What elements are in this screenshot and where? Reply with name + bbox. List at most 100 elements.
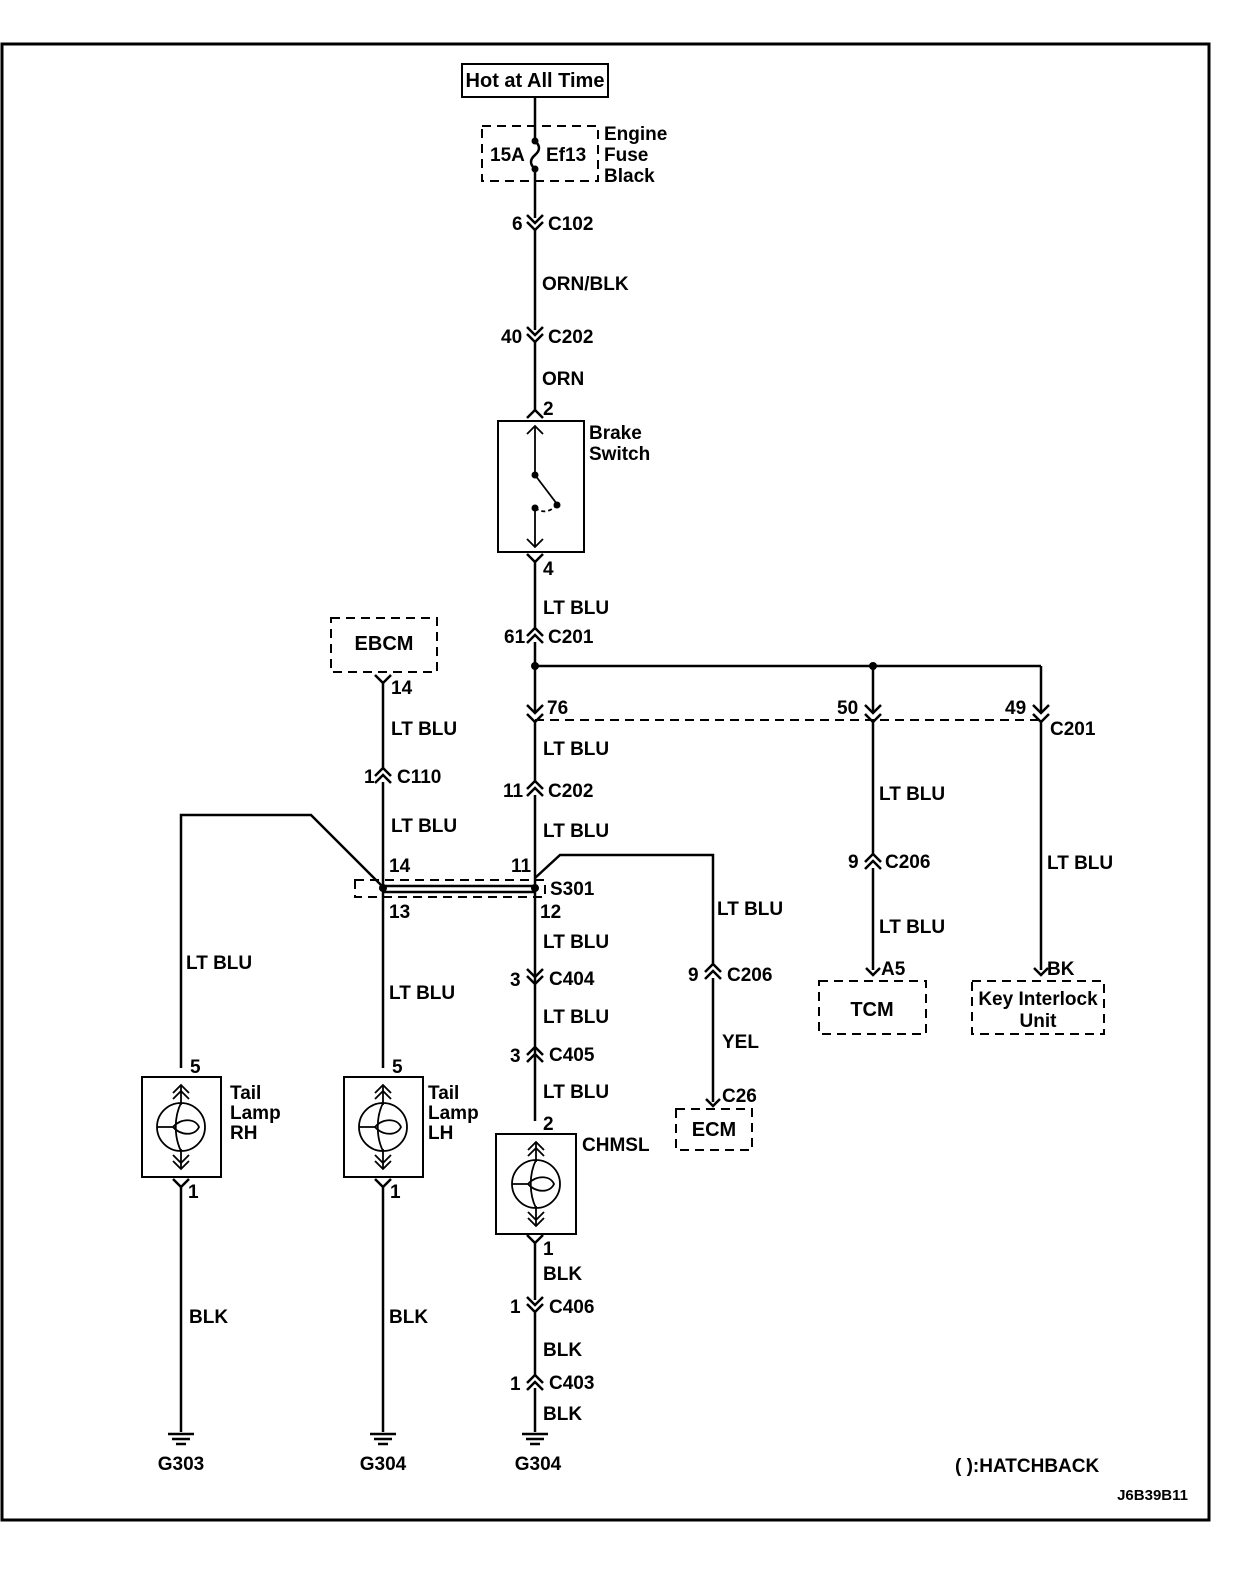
wire-lt-blu-c202: LT BLU <box>543 821 609 842</box>
distribution-bus <box>531 662 1043 721</box>
connector-c406: 1 C406 <box>510 1295 594 1318</box>
ebcm-label: EBCM <box>355 633 414 655</box>
key-interlock-label-line2: Unit <box>1020 1011 1058 1032</box>
hatchback-note: ( ):HATCHBACK <box>955 1456 1100 1477</box>
c102-name: C102 <box>548 214 593 235</box>
wire-blk-chmsl-1: BLK <box>543 1264 582 1285</box>
ebcm-module: EBCM 14 <box>330 617 438 699</box>
ground-g303-icon <box>166 1432 196 1446</box>
ecm-pin: C26 <box>722 1086 757 1107</box>
wire-lt-blu-tcm-upper: LT BLU <box>879 784 945 805</box>
wire-lt-blu-c405: LT BLU <box>543 1082 609 1103</box>
tail-lamp-lh-line3: LH <box>428 1123 453 1144</box>
tcm-module: A5 TCM <box>818 959 927 1035</box>
ecm-module: C26 ECM <box>675 1086 757 1151</box>
ground-g304-chmsl: G304 <box>515 1432 562 1475</box>
wire-orn-blk: ORN/BLK <box>542 274 629 295</box>
wire-lt-blu-ecm: LT BLU <box>717 899 783 920</box>
c406-pin: 1 <box>510 1297 521 1318</box>
ground-g304-chmsl-icon <box>520 1432 550 1446</box>
connector-c403: 1 C403 <box>510 1373 594 1395</box>
c404-pin: 3 <box>510 970 521 991</box>
chmsl-label: CHMSL <box>582 1135 650 1156</box>
chmsl-lamp: 2 CHMSL 1 <box>495 1114 650 1260</box>
connector-c201-branches: 76 50 49 C201 <box>525 698 1096 740</box>
power-source: Hot at All Time <box>461 63 609 98</box>
tail-lamp-lh-pin-in: 5 <box>392 1057 403 1078</box>
c406-name: C406 <box>549 1297 594 1318</box>
diagram-frame <box>0 42 1211 1522</box>
ground-g304-lh: G304 <box>360 1432 407 1475</box>
tail-lamp-lh-line2: Lamp <box>428 1103 479 1124</box>
wire-lt-blu-mid: LT BLU <box>543 739 609 760</box>
c201-pin-49: 49 <box>1005 698 1026 719</box>
connector-c404: 3 C404 <box>510 967 595 991</box>
wire-orn: ORN <box>542 369 584 390</box>
tail-lamp-rh-line1: Tail <box>230 1083 261 1104</box>
fuse-location-line1: Engine <box>604 124 667 145</box>
c202-top-pin: 40 <box>501 327 522 348</box>
connector-c201-trunk: 61 C201 <box>504 626 594 648</box>
fuse-location-line2: Fuse <box>604 145 648 166</box>
c110-name: C110 <box>397 767 441 788</box>
tcm-label: TCM <box>850 999 893 1021</box>
chmsl-pin-out: 1 <box>543 1239 554 1260</box>
tail-lamp-lh: 5 Tail Lamp LH 1 <box>343 1057 479 1203</box>
c405-pin: 3 <box>510 1046 521 1067</box>
fuse-name: Ef13 <box>546 145 586 166</box>
ground-g304-chmsl-label: G304 <box>515 1454 562 1475</box>
connector-c102: 6 C102 <box>512 213 593 235</box>
power-source-label: Hot at All Time <box>466 70 605 92</box>
wire-blk-rh: BLK <box>189 1307 228 1328</box>
c201-trunk-pin: 61 <box>504 627 526 648</box>
wire-lt-blu-rh: LT BLU <box>186 953 252 974</box>
ground-g304-lh-label: G304 <box>360 1454 407 1475</box>
splice-pin-11: 11 <box>511 856 532 877</box>
wire-lt-blu-s301: LT BLU <box>543 932 609 953</box>
c202-mid-pin: 11 <box>503 781 524 802</box>
c206-tcm-pin: 9 <box>848 852 859 873</box>
wire-rh-branch <box>179 813 384 1068</box>
tail-lamp-lh-line1: Tail <box>428 1083 459 1104</box>
connector-c206-ecm: 9 C206 <box>688 962 772 986</box>
c206-ecm-pin: 9 <box>688 965 699 986</box>
wire-blk-lh: BLK <box>389 1307 428 1328</box>
figure-id: J6B39B11 <box>1117 1487 1188 1504</box>
wire-lt-blu-ebcm: LT BLU <box>391 719 457 740</box>
tail-lamp-rh: 5 Tail Lamp RH 1 <box>141 1057 281 1203</box>
tail-lamp-rh-pin-out: 1 <box>188 1182 199 1203</box>
wire-ecm-branch <box>534 853 715 965</box>
key-interlock-pin: BK <box>1047 959 1075 980</box>
ebcm-pin: 14 <box>391 678 413 699</box>
fuse-rating: 15A <box>490 145 525 166</box>
c403-pin: 1 <box>510 1374 521 1395</box>
c201-branch-name: C201 <box>1050 719 1096 740</box>
chmsl-pin-in: 2 <box>543 1114 554 1135</box>
connector-c206-tcm: 9 C206 <box>848 852 930 873</box>
splice-pin-13: 13 <box>389 902 410 923</box>
wire-blk-chmsl-2: BLK <box>543 1340 582 1361</box>
tail-lamp-rh-line2: Lamp <box>230 1103 281 1124</box>
wire-lt-blu-c110: LT BLU <box>391 816 457 837</box>
c206-tcm-name: C206 <box>885 852 930 873</box>
connector-c405: 3 C405 <box>510 1045 595 1067</box>
c201-trunk-name: C201 <box>548 627 594 648</box>
connector-c110: 1 C110 <box>364 766 441 788</box>
splice-pin-14: 14 <box>389 856 411 877</box>
c202-mid-name: C202 <box>548 781 593 802</box>
c102-pin: 6 <box>512 214 523 235</box>
splice-s301: 14 11 13 12 S301 <box>354 856 595 923</box>
tail-lamp-rh-pin-in: 5 <box>190 1057 201 1078</box>
ground-g303: G303 <box>158 1432 204 1475</box>
c110-pin: 1 <box>364 767 375 788</box>
wire-lt-blu-tcm-lower: LT BLU <box>879 917 945 938</box>
brake-switch-pin-out: 4 <box>543 559 554 580</box>
c206-ecm-name: C206 <box>727 965 772 986</box>
ground-g304-lh-icon <box>368 1432 398 1446</box>
c201-pin-76: 76 <box>547 698 568 719</box>
wire-lt-blu-c404: LT BLU <box>543 1007 609 1028</box>
c202-top-name: C202 <box>548 327 593 348</box>
connector-c202-top: 40 C202 <box>501 325 593 348</box>
key-interlock-label-line1: Key Interlock <box>978 989 1098 1010</box>
